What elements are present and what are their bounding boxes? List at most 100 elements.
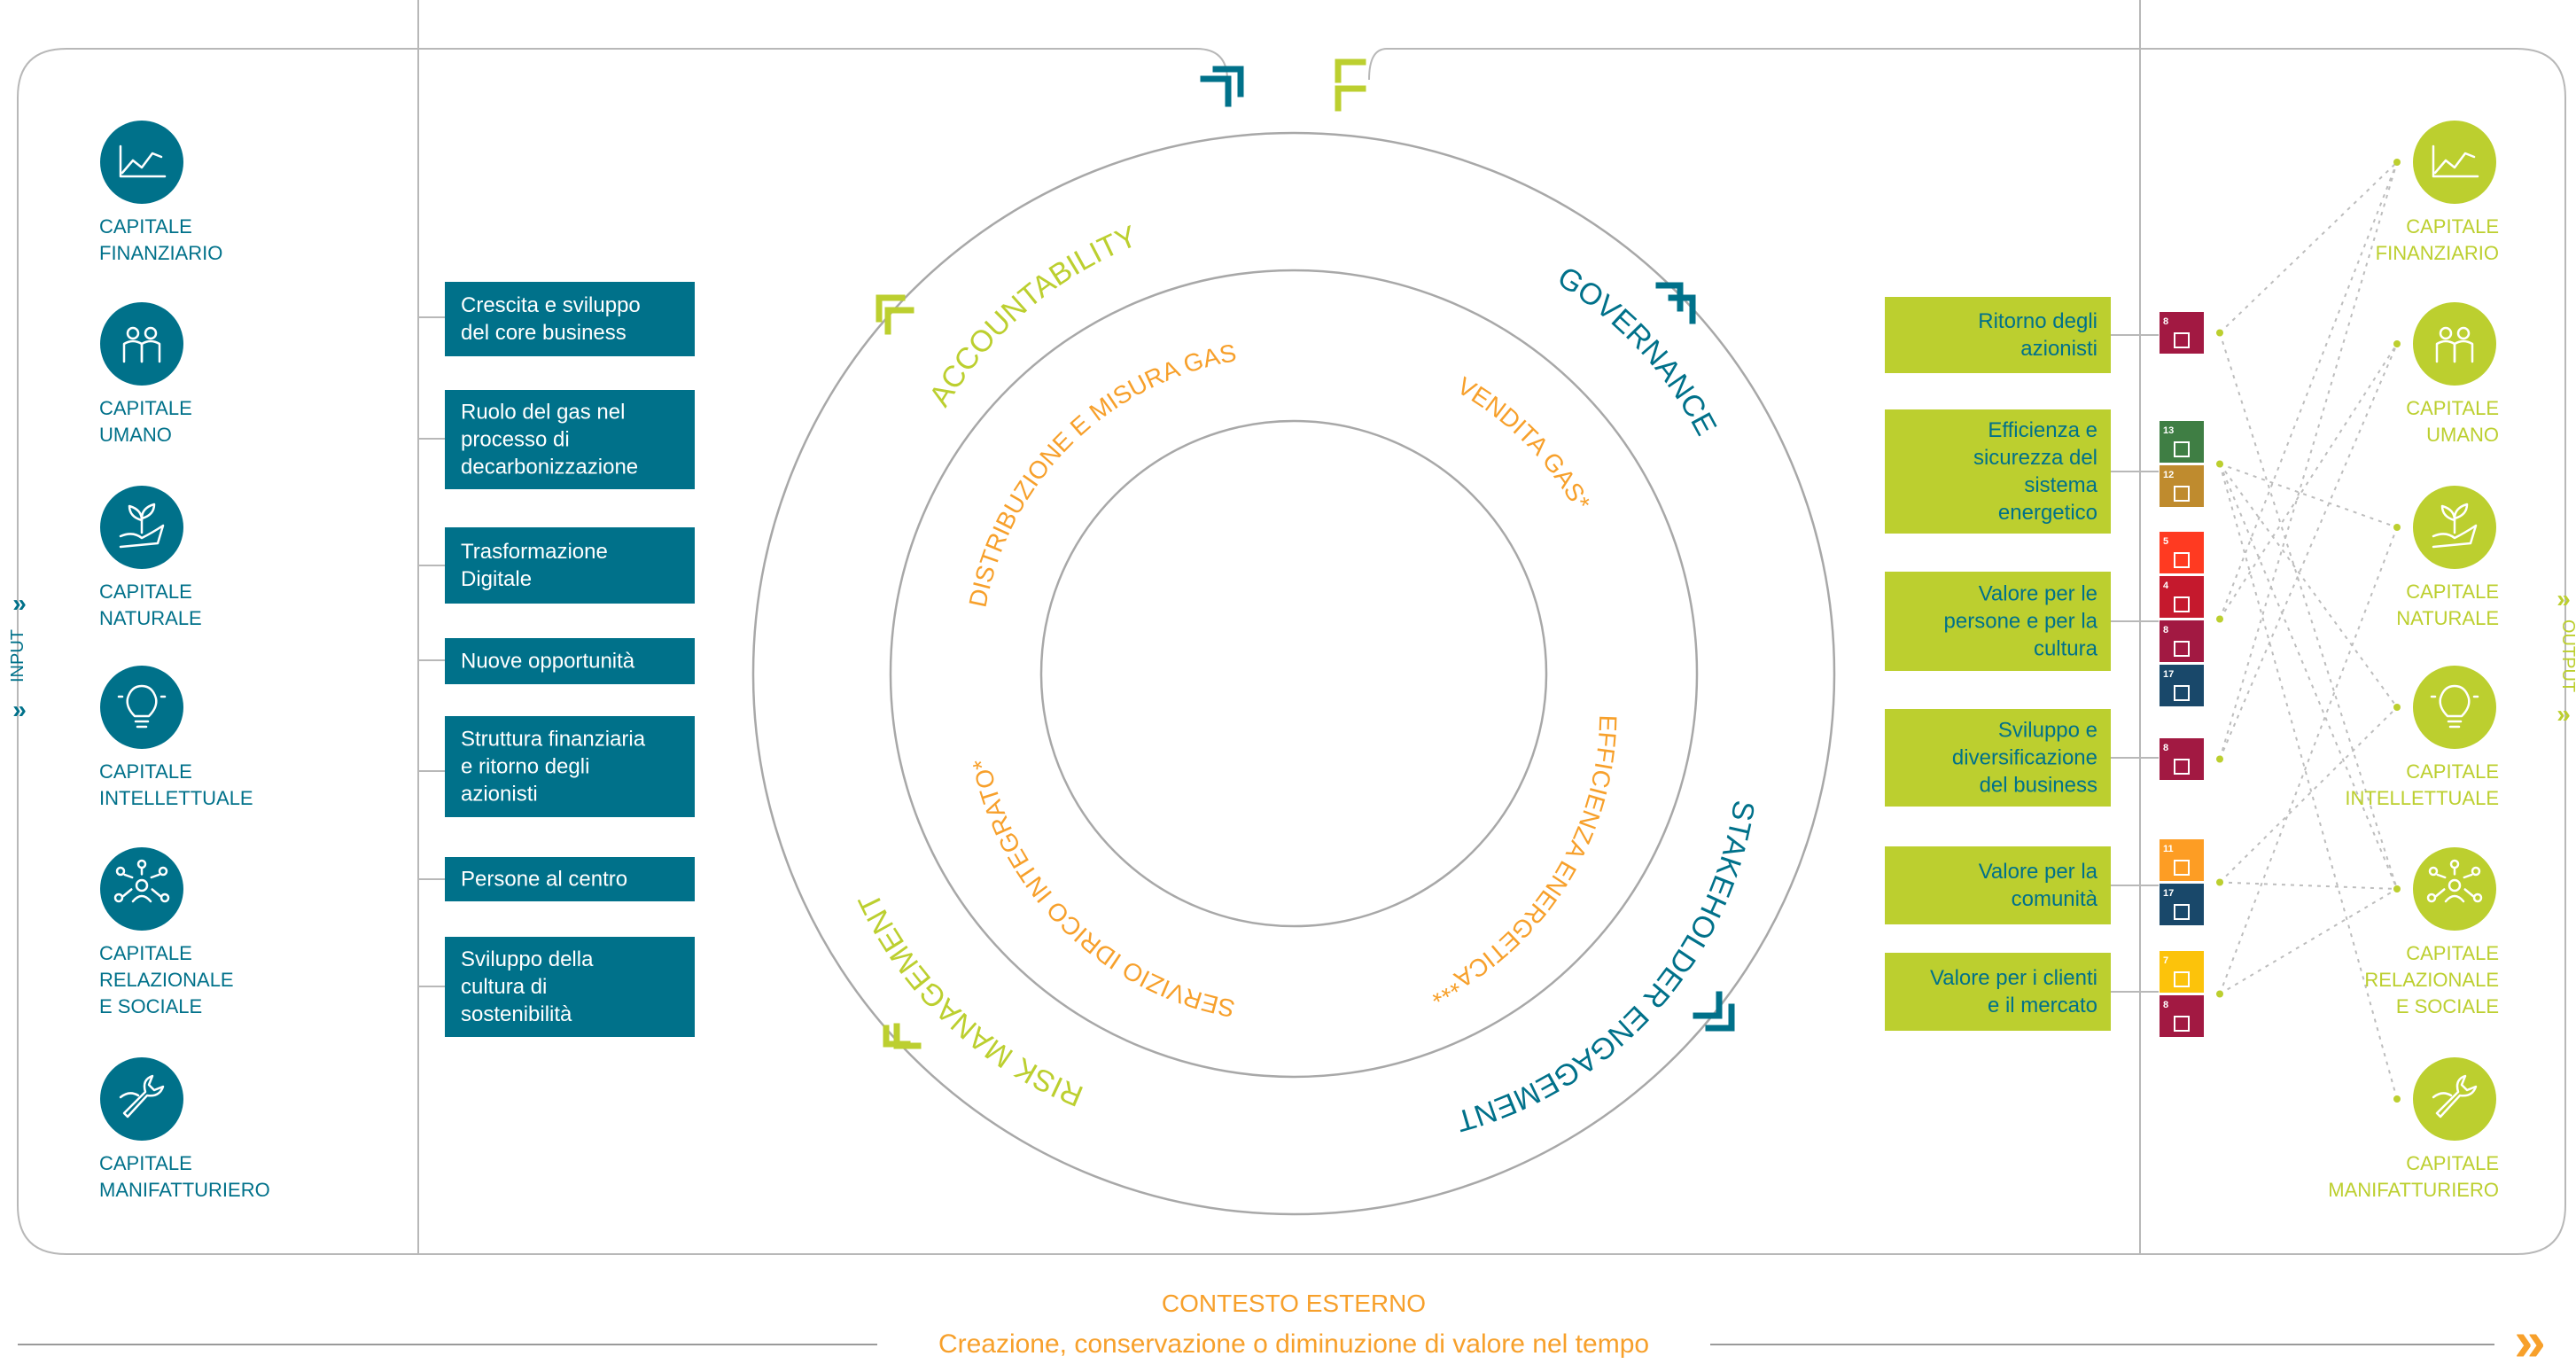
strategy-text: decarbonizzazione: [461, 456, 638, 479]
sdg-goal-icon: 17: [2160, 884, 2204, 925]
output-side-label: OUTPUT » »: [2557, 585, 2576, 728]
strategy-text: sostenibilità: [461, 1002, 572, 1026]
capital-label: CAPITALE: [2406, 1152, 2499, 1174]
sdg-number: 8: [2163, 743, 2168, 753]
strategy-connector-lines: [418, 316, 445, 987]
sdg-number: 8: [2163, 625, 2168, 635]
business-model-rings: [751, 131, 1836, 1216]
sdg-link-line: [2219, 464, 2398, 890]
value-text: Valore per i clienti: [1930, 966, 2097, 990]
sdg-link-line: [2219, 526, 2398, 994]
sdg-goal-icon: 8: [2160, 738, 2204, 780]
tagline: Creazione, conservazione o diminuzione d…: [938, 1329, 1649, 1359]
flow-chevrons: [876, 58, 1735, 1049]
value-text: Ritorno degli: [1978, 309, 2097, 333]
sdg-goal-icon: 7: [2160, 951, 2204, 993]
capital-circle: [100, 121, 183, 204]
sdg-number: 5: [2163, 536, 2168, 547]
strategy-text: Crescita e sviluppo: [461, 293, 641, 317]
top-lime-chevron-icon: [1335, 58, 1366, 112]
capital-label: NATURALE: [2396, 607, 2499, 629]
sdg-link-line: [2219, 463, 2398, 528]
output-chevron-down-icon: »: [2557, 700, 2571, 728]
stakeholder-chevron-icon: [1693, 991, 1735, 1032]
capital-label: FINANZIARIO: [2376, 242, 2499, 264]
chart-icon: [119, 144, 167, 178]
sdg-link-line: [2219, 706, 2398, 884]
capital-label: CAPITALE: [99, 215, 192, 238]
sdg-goal-icon: 12: [2160, 465, 2204, 507]
capital-label: CAPITALE: [99, 760, 192, 783]
wrench-icon: [2432, 1074, 2478, 1118]
context-label: CONTESTO ESTERNO: [1162, 1290, 1426, 1317]
strategy-text: Persone al centro: [461, 868, 627, 892]
link-node: [2216, 329, 2223, 337]
capital-label: E SOCIALE: [2396, 995, 2499, 1017]
link-node: [2216, 755, 2223, 763]
capital-circle: [2413, 1057, 2496, 1141]
sdg-number: 7: [2163, 955, 2168, 966]
sdg-link-line: [2219, 464, 2398, 1100]
link-node: [2216, 990, 2223, 998]
middle-ring: [889, 269, 1699, 1079]
strategy-text: Trasformazione: [461, 540, 608, 564]
servizio-label: SERVIZIO IDRICO INTEGRATO*: [967, 757, 1237, 1023]
capital-label: FINANZIARIO: [99, 242, 222, 264]
sdg-number: 11: [2163, 844, 2174, 854]
strategy-text: e ritorno degli: [461, 755, 589, 779]
sdg-link-line: [2219, 463, 2398, 708]
vendita-label: VENDITA GAS*: [1452, 371, 1595, 514]
output-label: OUTPUT: [2558, 620, 2576, 692]
plant-hand-icon: [119, 503, 165, 549]
capital-label: CAPITALE: [2406, 942, 2499, 964]
chart-icon: [2432, 144, 2479, 178]
capital-circle: [2413, 666, 2496, 749]
capital-label: E SOCIALE: [99, 995, 202, 1017]
sdg-number: 17: [2163, 669, 2174, 680]
sdg-number: 12: [2163, 470, 2174, 480]
capital-label: UMANO: [2426, 424, 2499, 446]
strategy-box: Crescita e sviluppo del core business: [445, 282, 695, 356]
value-text: persone e per la: [1944, 610, 2098, 634]
input-capital: CAPITALE FINANZIARIO: [99, 121, 222, 264]
link-node: [2216, 460, 2223, 468]
strategy-text: azionisti: [461, 783, 538, 807]
top-teal-chevron-icon: [1200, 66, 1244, 107]
output-capitals: CAPITALEFINANZIARIOCAPITALEUMANOCAPITALE…: [2328, 121, 2499, 1201]
sdg-goal-icon: 8: [2160, 620, 2204, 662]
input-capitals: CAPITALE FINANZIARIO CAPITALE UMANO CAPITALE…: [99, 121, 270, 1201]
link-node: [2393, 159, 2401, 166]
link-node: [2393, 524, 2401, 531]
capital-label: UMANO: [99, 424, 172, 446]
value-text: energetico: [1998, 501, 2097, 525]
sdg-link-line: [2219, 343, 2398, 620]
accountability-chevron-icon: [876, 294, 914, 335]
sdg-link-line: [2219, 161, 2398, 760]
value-text: Valore per le: [1979, 582, 2097, 606]
capital-label: CAPITALE: [99, 1152, 192, 1174]
strategy-text: processo di: [461, 428, 570, 452]
input-side-label: INPUT » »: [8, 589, 27, 723]
capital-label: RELAZIONALE: [99, 969, 234, 991]
capital-label: INTELLETTUALE: [99, 787, 253, 809]
people-icon: [2435, 326, 2474, 363]
sdg-goal-icon: 8: [2160, 312, 2204, 354]
lightbulb-icon: [117, 684, 167, 729]
link-node: [2216, 878, 2223, 886]
capital-label: MANIFATTURIERO: [2328, 1179, 2499, 1201]
link-node: [2393, 885, 2401, 892]
value-text: del business: [1980, 774, 2097, 798]
link-node: [2216, 615, 2223, 623]
strategy-text: del core business: [461, 321, 626, 345]
capital-label: RELAZIONALE: [2364, 969, 2499, 991]
